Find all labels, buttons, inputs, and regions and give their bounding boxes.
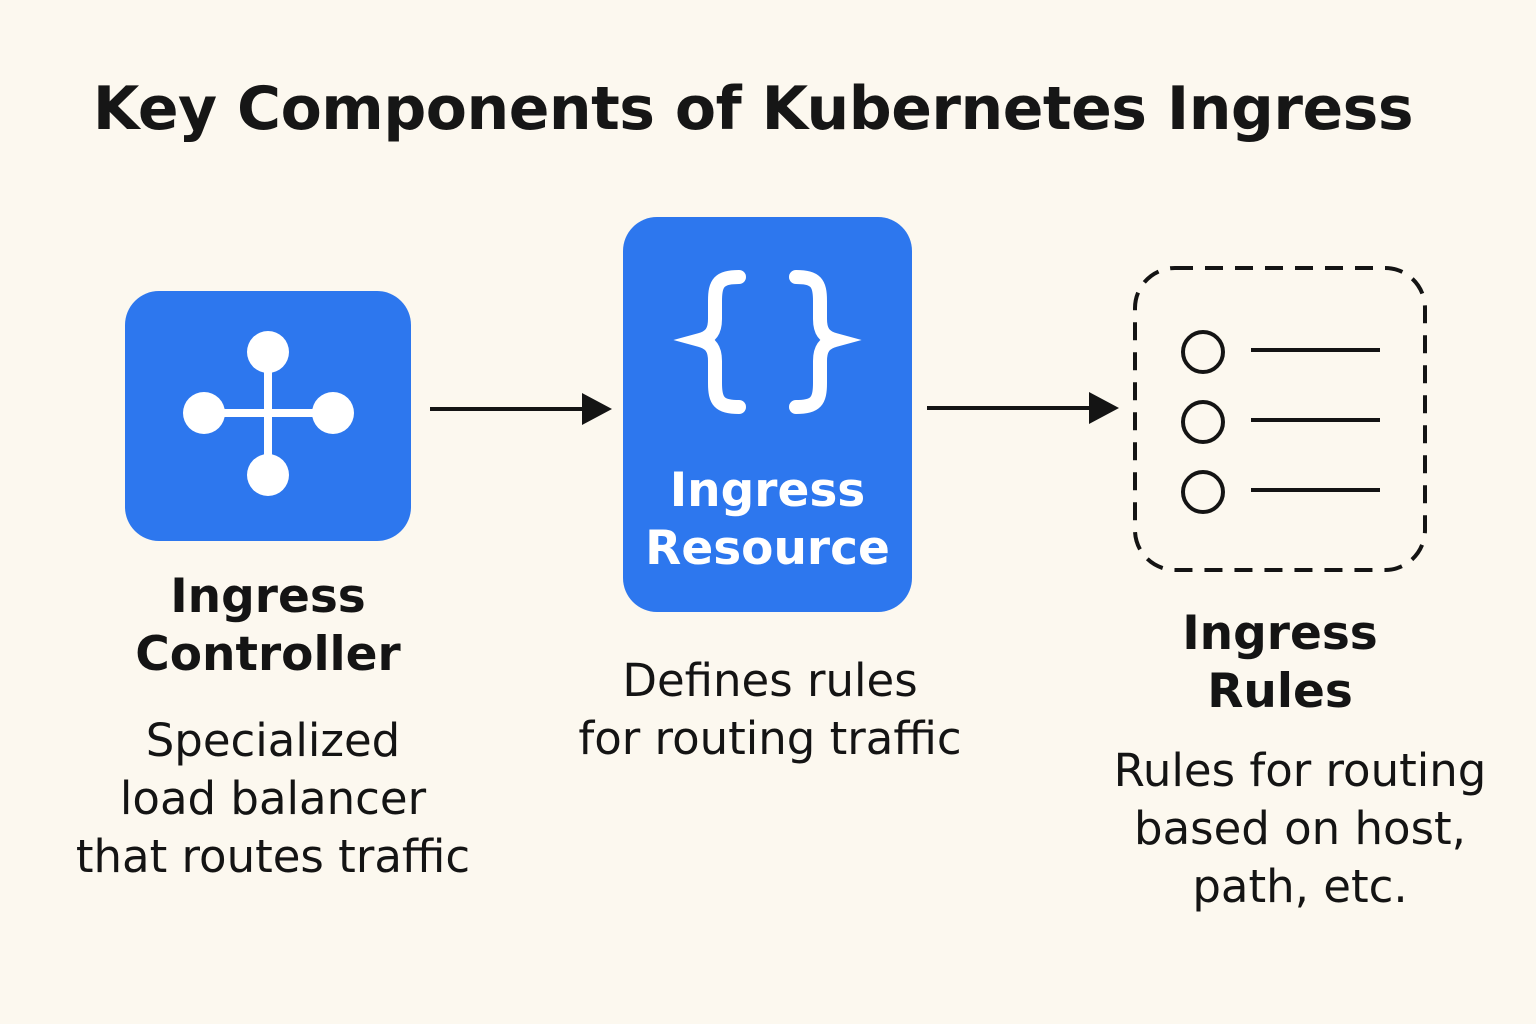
ingress-resource-box: Ingress Resource [623,217,912,612]
ingress-controller-title-line-1: Ingress [170,569,366,624]
curly-braces-icon [673,270,862,414]
ingress-resource-label-line-1: Ingress [669,463,866,518]
ingress-controller-title: Ingress Controller [68,568,468,684]
ingress-controller-title-line-2: Controller [135,627,401,682]
ingress-controller-description-line-1: Specialized [145,714,401,767]
ingress-resource-label-line-2: Resource [645,521,890,576]
ingress-resource-description-line-1: Defines rules [622,654,918,707]
ingress-resource-description: Defines rules for routing traffic [560,652,980,768]
page-title: Key Components of Kubernetes Ingress [92,74,1414,144]
ingress-rules-description-line-2: based on host, [1134,802,1466,855]
ingress-rules-title: Ingress Rules [1080,605,1480,721]
ingress-rules-description: Rules for routing based on host, path, e… [1080,742,1520,916]
ingress-controller-description-line-2: load balancer [119,772,427,825]
ingress-rules-description-line-1: Rules for routing [1113,744,1487,797]
arrow-resource-to-rules [927,392,1119,424]
ingress-rules-title-line-1: Ingress [1182,606,1378,661]
ingress-controller-description: Specialized load balancer that routes tr… [48,712,498,886]
ingress-resource-description-line-2: for routing traffic [578,712,962,765]
ingress-resource-label: Ingress Resource [623,462,912,578]
network-hub-icon [183,331,354,496]
ingress-rules-description-line-3: path, etc. [1192,860,1408,913]
ingress-controller-description-line-3: that routes traffic [75,830,471,883]
ingress-rules-title-line-2: Rules [1207,664,1353,719]
list-icon [1181,330,1380,514]
arrow-controller-to-resource [430,393,612,425]
ingress-rules-box [1133,266,1427,572]
ingress-controller-box [125,291,411,541]
